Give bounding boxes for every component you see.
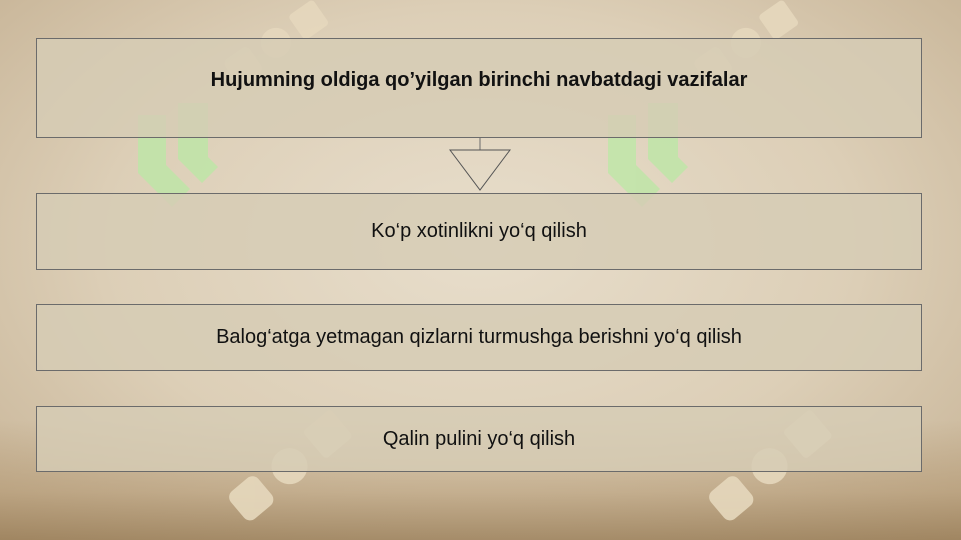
title-box: Hujumning oldiga qo’yilgan birinchi navb… — [36, 38, 922, 138]
down-arrow-icon — [449, 138, 511, 191]
task-label: Balog‘atga yetmagan qizlarni turmushga b… — [216, 326, 742, 348]
task-box: Balog‘atga yetmagan qizlarni turmushga b… — [36, 304, 922, 371]
task-box: Qalin pulini yo‘q qilish — [36, 406, 922, 472]
task-label: Ko‘p xotinlikni yo‘q qilish — [371, 220, 587, 242]
diagram-title: Hujumning oldiga qo’yilgan birinchi navb… — [210, 68, 748, 91]
task-label: Qalin pulini yo‘q qilish — [382, 427, 576, 450]
task-box: Ko‘p xotinlikni yo‘q qilish — [36, 193, 922, 270]
